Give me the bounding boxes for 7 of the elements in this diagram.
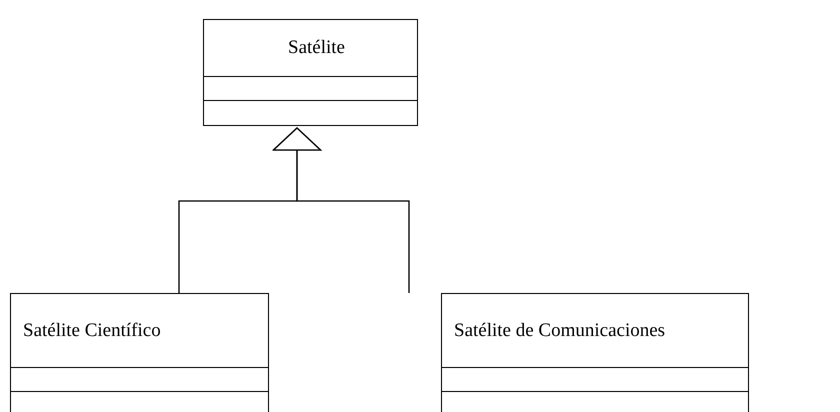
class-box bbox=[441, 293, 749, 412]
inheritance-arrow bbox=[272, 127, 410, 293]
class-name: Satélite de Comunicaciones bbox=[454, 318, 666, 342]
class-box bbox=[203, 19, 418, 126]
class-name: Satélite bbox=[288, 36, 345, 60]
class-name: Satélite Científico bbox=[23, 318, 161, 342]
class-box bbox=[10, 293, 269, 412]
